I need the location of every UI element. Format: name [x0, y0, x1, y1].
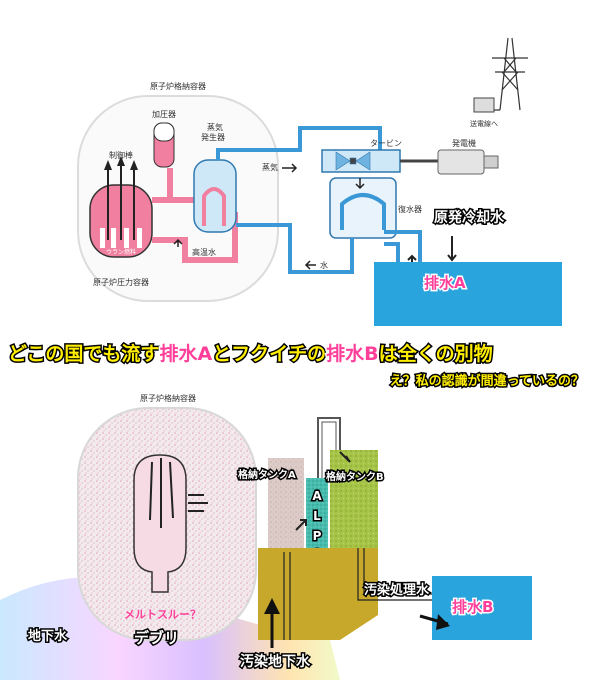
treated-water-label: 汚染処理水 [364, 582, 430, 598]
uranium-fuel-label: ウラン燃料 [106, 248, 136, 256]
discharge-b-label: 排水B [452, 598, 493, 616]
headline: どこの国でも流す排水Aとフクイチの排水Bは全くの別物 え？私の認識が間違っている… [7, 341, 586, 391]
alps-pipe [317, 417, 341, 478]
alps-letter-p: P [313, 529, 322, 543]
sea-bottom [432, 576, 532, 640]
damaged-rods [149, 458, 174, 528]
contaminated-groundwater-label: 汚染地下水 [240, 653, 311, 670]
steam-line [216, 126, 382, 160]
bottom-diagram: 原子炉格納容器 格納タンクA A L P S 格納タンクB [0, 393, 532, 680]
headline-part5: は全くの別物 [379, 342, 493, 365]
generator [437, 149, 485, 175]
control-rod-label: 制御棒 [109, 150, 133, 160]
headline-part1: どこの国でも流す [8, 342, 159, 365]
pressure-vessel-label: 原子炉圧力容器 [93, 277, 149, 287]
condenser-label: 復水器 [398, 204, 422, 214]
steam-label: 蒸気 [262, 162, 278, 172]
cooling-water-label: 原発冷却水 [434, 209, 505, 226]
feedwater-line [236, 223, 354, 274]
water-label: 水 [320, 260, 328, 270]
alps-unit [306, 478, 328, 556]
headline-text: どこの国でも流す排水Aとフクイチの排水Bは全くの別物 [8, 342, 493, 365]
hot-water-label: 高温水 [192, 247, 216, 257]
discharge-a-label: 排水A [424, 274, 466, 292]
pressurizer-label: 加圧器 [152, 109, 176, 119]
alps-letter-l: L [313, 509, 321, 523]
turbine-label: タービン [370, 139, 402, 148]
headline-question: え？私の認識が間違っているの？ [390, 373, 584, 389]
condenser [329, 177, 397, 239]
fuel-rods [100, 228, 142, 248]
top-diagram: 原子炉格納容器 制御棒 ウラン燃料 原子炉圧力容器 加圧器 高温 [77, 37, 562, 326]
bottom-containment-label: 原子炉格納容器 [140, 393, 196, 403]
headline-part3: とフクイチの [212, 343, 326, 365]
steam-generator [193, 159, 237, 233]
sea-top [374, 262, 562, 326]
alps-letter-a: A [312, 489, 322, 503]
control-rods [107, 164, 135, 240]
contaminated-ground [258, 548, 378, 640]
storage-tank-b [330, 450, 378, 548]
transmission-label: 送電線へ [470, 119, 498, 128]
storage-tank-a [268, 458, 304, 550]
steam-generator-label: 蒸気発生器 [201, 122, 225, 142]
tank-b-label: 格納タンクB [326, 470, 384, 483]
headline-part2: 排水A [159, 342, 212, 365]
generator-label: 発電機 [452, 138, 476, 148]
debris-label: デブリ [134, 629, 179, 647]
turbine-icon [335, 151, 371, 171]
containment-label: 原子炉格納容器 [150, 81, 206, 91]
tank-a-label: 格納タンクA [238, 468, 296, 481]
headline-part4: 排水B [326, 342, 378, 365]
meltthrough-label: メルトスルー？ [124, 608, 201, 621]
groundwater-label: 地下水 [28, 628, 68, 644]
